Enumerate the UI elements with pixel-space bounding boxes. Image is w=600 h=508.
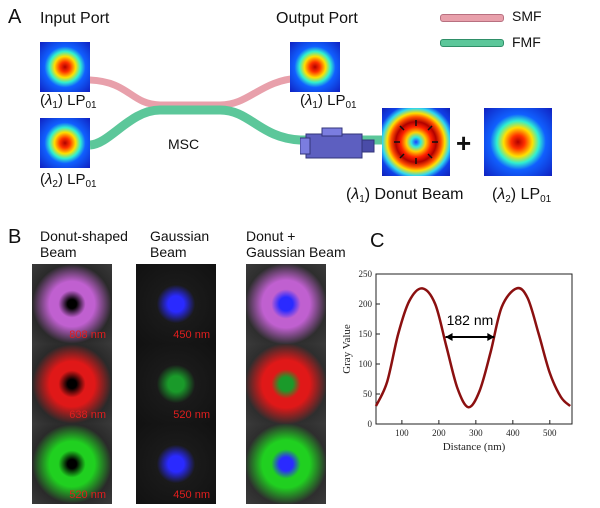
x-tick-label: 100 [395, 428, 409, 438]
output-lp01-mode [290, 42, 340, 92]
donut-wavelength-label: 808 nm [69, 329, 106, 341]
donut-beam-tile: 638 nm [32, 344, 112, 424]
x-tick-label: 400 [506, 428, 520, 438]
y-tick-label: 100 [359, 359, 373, 369]
fiber-connector-icon [300, 127, 375, 159]
donut-beam-mode [382, 108, 450, 176]
output-lambda2-label: (λ2) LP01 [492, 186, 552, 205]
legend-smf-swatch [440, 14, 504, 22]
msc-label: MSC [168, 136, 200, 152]
combined-beam-tile [246, 424, 326, 504]
input-port-label: Input Port [40, 10, 110, 27]
panel-b-letter: B [8, 226, 22, 248]
plus-sign: + [456, 128, 472, 158]
output-lp01-mode-2 [484, 108, 552, 176]
x-tick-label: 500 [543, 428, 557, 438]
output-lambda1-label: (λ1) LP01 [300, 92, 357, 111]
gaussian-beam-tile: 450 nm [136, 424, 216, 504]
output-port-label: Output Port [276, 10, 358, 27]
combined-beam-tile [246, 264, 326, 344]
input-lp01-mode-1 [40, 42, 90, 92]
plot-frame [375, 273, 573, 425]
combined-beam-tile [246, 344, 326, 424]
annotation-arrowhead-left [445, 333, 453, 341]
input-lambda1-label: (λ1) LP01 [40, 92, 97, 111]
panel-a-letter: A [8, 6, 22, 28]
gray-value-series-line [374, 286, 572, 409]
gaussian-wavelength-label: 520 nm [173, 409, 210, 421]
input-lp01-mode-2 [40, 118, 90, 168]
y-tick-label: 250 [359, 269, 373, 279]
legend-smf-label: SMF [512, 8, 542, 24]
gaussian-beam-tile: 520 nm [136, 344, 216, 424]
annotation-arrowhead-right [487, 333, 495, 341]
msc-fiber-diagram [90, 74, 390, 150]
legend-fmf-swatch [440, 39, 504, 47]
y-tick-label: 0 [368, 419, 373, 429]
col-combined-heading: Donut +Gaussian Beam [246, 228, 346, 260]
donut-wavelength-label: 638 nm [69, 409, 106, 421]
donut-beam-tile: 520 nm [32, 424, 112, 504]
donut-beam-tile: 808 nm [32, 264, 112, 344]
donut-beam-label: (λ1) Donut Beam [346, 186, 464, 205]
x-tick-label: 200 [432, 428, 446, 438]
donut-wavelength-label: 520 nm [69, 489, 106, 501]
annotation-label: 182 nm [447, 312, 494, 328]
x-tick-label: 300 [469, 428, 483, 438]
x-axis-label: Distance (nm) [443, 441, 506, 453]
y-tick-label: 50 [363, 389, 373, 399]
donut-polarization-marks [394, 120, 438, 164]
legend-fmf-label: FMF [512, 34, 541, 50]
panel-c-letter: C [370, 230, 385, 252]
gaussian-wavelength-label: 450 nm [173, 489, 210, 501]
gaussian-wavelength-label: 450 nm [173, 329, 210, 341]
smf-fiber [90, 74, 304, 109]
y-tick-label: 200 [359, 299, 373, 309]
y-tick-label: 150 [359, 329, 373, 339]
gaussian-beam-tile: 450 nm [136, 264, 216, 344]
input-lambda2-label: (λ2) LP01 [40, 171, 97, 190]
y-axis-label: Gray Value [341, 324, 353, 374]
fmf-fiber [90, 105, 390, 150]
